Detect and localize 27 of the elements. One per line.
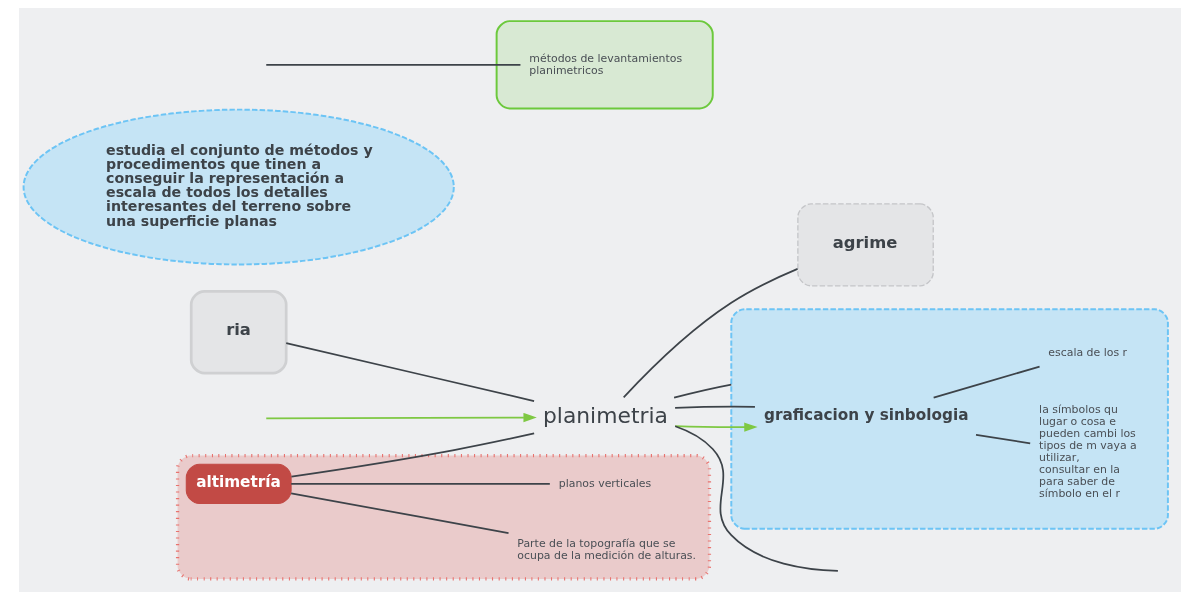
node-text: planos verticales [558, 476, 652, 490]
cluster [495, 20, 714, 110]
connector [265, 63, 522, 66]
connector [674, 405, 756, 409]
connector [622, 268, 799, 399]
arrow [674, 422, 758, 432]
cluster [175, 453, 712, 581]
connector [290, 492, 510, 534]
node-text: planimetria [543, 402, 668, 428]
node-box: ria [189, 289, 288, 375]
node-text: escala de los r [1048, 345, 1128, 359]
cluster [730, 308, 1169, 530]
connector [674, 425, 839, 572]
connector [975, 433, 1032, 445]
node-text: la símbolos qu lugar o cosa e pueden cambi los tipos de m vaya a utilizar, consultar en la para saber de símbolo en el r [1039, 402, 1137, 501]
node-text: graficacion y sinbologia [764, 406, 969, 425]
connector [290, 432, 535, 478]
node-ellipse: estudia el conjunto de métodos y procedimentos que tinen a conseguir la representación a escala de todos los detalles interesantes del terreno sobre una superficie planas [22, 108, 455, 266]
node-text: Parte de la topografía que se ocupa de la medición de alturas. [517, 537, 696, 563]
connector [290, 483, 551, 485]
node-box: agrime [797, 203, 934, 287]
connector [285, 342, 535, 402]
connector [673, 383, 733, 399]
node-box: altimetría [185, 463, 292, 505]
node-text: métodos de levantamientos planimetricos [529, 51, 683, 77]
connector [932, 365, 1041, 399]
arrow [265, 412, 537, 423]
